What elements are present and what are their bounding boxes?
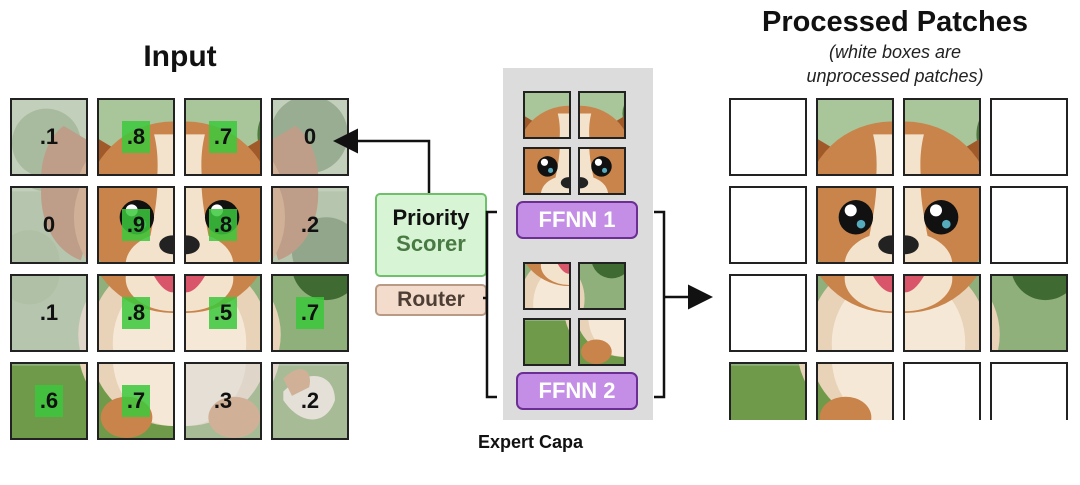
patch-fade-overlay (273, 188, 347, 262)
priority-score: .8 (99, 100, 173, 174)
expert-capacity-label: Expert Capa (478, 432, 584, 452)
priority-score-label: .7 (208, 121, 238, 153)
patch-fade-overlay (12, 276, 86, 350)
input-patch: .2 (271, 362, 349, 440)
priority-score-label: 0 (42, 212, 56, 237)
input-patch: .8 (184, 186, 262, 264)
priority-score-label: .6 (34, 385, 64, 417)
priority-score-label: .1 (39, 124, 59, 149)
processed-patch (816, 362, 894, 440)
ffnn1-patch (523, 147, 571, 195)
patch-fade-overlay (186, 364, 260, 438)
priority-scorer-line1: Priority (392, 205, 470, 230)
input-patch: 0 (10, 186, 88, 264)
input-patch: .1 (10, 274, 88, 352)
processed-patch (903, 186, 981, 264)
ffnn2-patch (578, 262, 626, 310)
priority-score: .7 (99, 364, 173, 438)
ffnn2-patch (578, 318, 626, 366)
patch-fade-overlay (12, 188, 86, 262)
input-patch: .7 (97, 362, 175, 440)
priority-score-label: .2 (300, 212, 320, 237)
router-box: Router (375, 284, 487, 316)
input-patch: .5 (184, 274, 262, 352)
input-patch: .9 (97, 186, 175, 264)
ffnn1-patch (523, 91, 571, 139)
priority-score: .1 (12, 100, 86, 174)
priority-scorer-box: Priority Scorer (375, 193, 487, 277)
patch-fade-overlay (12, 100, 86, 174)
priority-score-label: .1 (39, 300, 59, 325)
input-patch: .2 (271, 186, 349, 264)
priority-score: .8 (186, 188, 260, 262)
priority-score-label: .7 (295, 297, 325, 329)
processed-subtitle-line2: unprocessed patches) (806, 66, 984, 86)
ffnn1-box: FFNN 1 (516, 201, 638, 239)
processed-patch (816, 98, 894, 176)
priority-score: .7 (273, 276, 347, 350)
unprocessed-patch (990, 186, 1068, 264)
processed-patch (903, 274, 981, 352)
input-patch: .8 (97, 98, 175, 176)
unprocessed-patch (729, 186, 807, 264)
ffnn2-box: FFNN 2 (516, 372, 638, 410)
priority-score: .3 (186, 364, 260, 438)
patch-fade-overlay (273, 364, 347, 438)
ffnn2-patch (523, 262, 571, 310)
priority-scorer-line2: Scorer (396, 231, 466, 256)
priority-score-label: .5 (208, 297, 238, 329)
priority-score: 0 (12, 188, 86, 262)
priority-score: .5 (186, 276, 260, 350)
priority-score-label: 0 (303, 124, 317, 149)
processed-subtitle: (white boxes are unprocessed patches) (760, 40, 1030, 88)
processed-subtitle-line1: (white boxes are (828, 42, 962, 62)
input-patch: .7 (271, 274, 349, 352)
ffnn2-patch (523, 318, 571, 366)
input-patch: .7 (184, 98, 262, 176)
priority-score: .9 (99, 188, 173, 262)
ffnn1-patch (578, 91, 626, 139)
priority-score: .2 (273, 188, 347, 262)
output-bracket (654, 210, 708, 399)
priority-score: .7 (186, 100, 260, 174)
unprocessed-patch (990, 98, 1068, 176)
input-patch: .6 (10, 362, 88, 440)
input-patch: .3 (184, 362, 262, 440)
priority-score-label: .8 (121, 297, 151, 329)
processed-patch (816, 186, 894, 264)
priority-score: .6 (12, 364, 86, 438)
processed-patch (816, 274, 894, 352)
priority-score: 0 (273, 100, 347, 174)
priority-score-label: .3 (213, 388, 233, 413)
input-title: Input (143, 40, 217, 73)
processed-patch (903, 98, 981, 176)
priority-score-label: .2 (300, 388, 320, 413)
priority-score: .2 (273, 364, 347, 438)
priority-score-label: .9 (121, 209, 151, 241)
router-bracket (483, 210, 497, 399)
priority-score-label: .7 (121, 385, 151, 417)
ffnn1-patch (578, 147, 626, 195)
scorer-to-input-arrow (333, 128, 431, 193)
input-patch: .8 (97, 274, 175, 352)
priority-score-label: .8 (121, 121, 151, 153)
priority-score: .8 (99, 276, 173, 350)
watermark-fade (580, 420, 1080, 485)
priority-score: .1 (12, 276, 86, 350)
priority-score-label: .8 (208, 209, 238, 241)
input-patch: .1 (10, 98, 88, 176)
processed-title: Processed Patches (762, 6, 1028, 38)
processed-patch (990, 274, 1068, 352)
unprocessed-patch (729, 274, 807, 352)
unprocessed-patch (729, 98, 807, 176)
